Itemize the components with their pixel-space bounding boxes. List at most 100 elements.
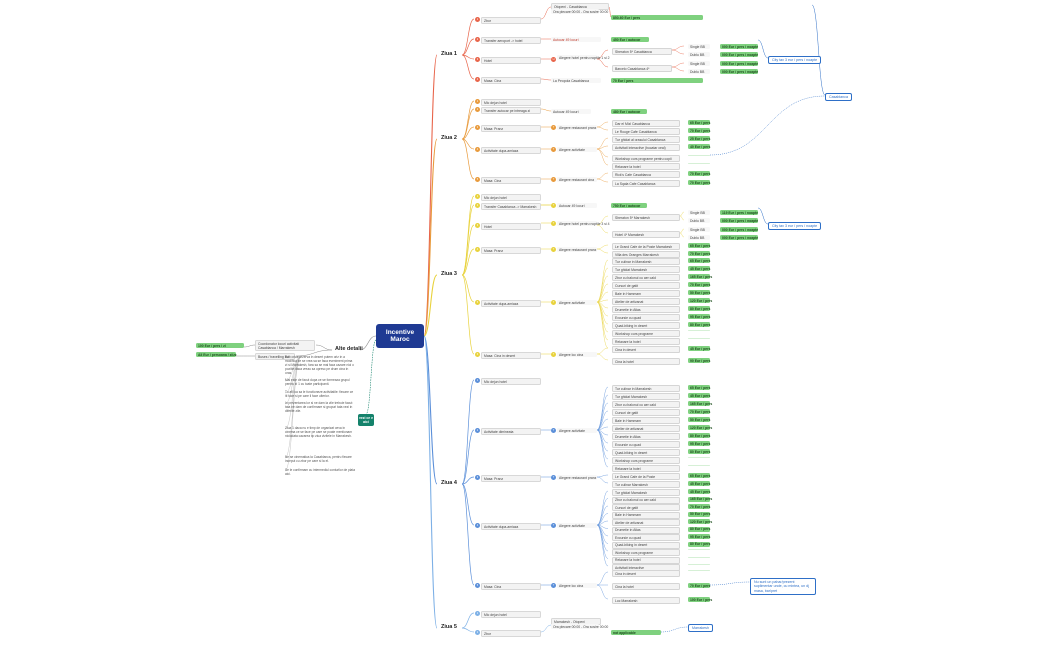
day3-act-option[interactable]: Zbor cu balonul cu aer cald: [612, 274, 680, 282]
day-1[interactable]: Ziua 1: [441, 51, 457, 57]
day4-lunch-option[interactable]: Tur culinar Marrakesh: [612, 481, 680, 489]
day4-act-option[interactable]: Zbor cu balonul cu aer cald: [612, 401, 680, 409]
day3-room-type[interactable]: Dublu BB: [688, 218, 710, 224]
day4-act2-req[interactable]: Alegere activitate: [557, 523, 597, 529]
day3-hotel-option[interactable]: Sheraton 5* Marrakesh: [612, 214, 680, 222]
day4-act-option[interactable]: Tur culinar in Marrakesh: [612, 385, 680, 393]
day3-lunch-option[interactable]: Villa des Oranges Marrakesh: [612, 251, 680, 259]
day4-item[interactable]: Activitate dupa-amiaza: [481, 523, 541, 531]
day3-dinner-option[interactable]: Cina in desert: [612, 346, 680, 354]
day4-dinner-option[interactable]: Cina la hotel: [612, 583, 680, 591]
day4-act-option[interactable]: Excursie cu quad: [612, 441, 680, 449]
day3-act-option[interactable]: Tur culinar in Marrakesh: [612, 258, 680, 266]
day4-lunch-req[interactable]: Alegere restaurant pranz: [557, 475, 597, 481]
day3-lunch-option[interactable]: Le Grand Cafe de la Poste Marrakesh: [612, 243, 680, 251]
day3-dinner-option[interactable]: Cina la hotel: [612, 358, 680, 366]
day3-hotel-req[interactable]: Alegere hotel pentru noptile 3 si 4: [557, 221, 610, 227]
day1-room-type[interactable]: Dublu BB: [688, 69, 710, 75]
central-topic[interactable]: Incentive Maroc: [376, 324, 424, 348]
day1-room-type[interactable]: Single BB: [688, 44, 710, 50]
callout-day4-note[interactable]: Nu sunt un pahar/prezent suplimentar und…: [750, 578, 816, 595]
day2-dinner-option[interactable]: Rick's Cafe Casablanca: [612, 171, 680, 179]
callout-citytax-3[interactable]: City tax 3 eur / pers / noapte: [768, 222, 822, 231]
day4-act2-option[interactable]: Quad-biking in desert: [612, 541, 680, 549]
day2-act-option[interactable]: Activitati interactive (bucatar ceai): [612, 144, 680, 152]
day1-item[interactable]: Masa: Cina: [481, 77, 541, 85]
day2-lunch-req[interactable]: Alegere restaurant pranz: [557, 125, 597, 131]
day4-item[interactable]: Masa: Cina: [481, 583, 541, 591]
day2-item[interactable]: Activitate dupa-amiaza: [481, 147, 541, 155]
day3-room-type[interactable]: Dublu BB: [688, 235, 710, 241]
day1-hotel-option[interactable]: Barcelo Casablanca 4*: [612, 65, 672, 73]
day3-act-option[interactable]: Workshop curs programe: [612, 330, 680, 338]
mini-note-node[interactable]: vezi ce e aici: [358, 414, 374, 426]
day4-act2-option[interactable]: Cursuri de gatit: [612, 504, 680, 512]
day4-act2-option[interactable]: Workshop curs programe: [612, 549, 680, 557]
day3-item[interactable]: Masa: Cina in desert: [481, 352, 541, 360]
day3-act-option[interactable]: Cursuri de gatit: [612, 282, 680, 290]
day1-item[interactable]: Zbor: [481, 17, 541, 25]
day1-room-type[interactable]: Single BB: [688, 61, 710, 67]
day3-act-option[interactable]: Quad-biking in desert: [612, 322, 680, 330]
day3-room-type[interactable]: Single BB: [688, 227, 710, 233]
day3-act-option[interactable]: Atelier de artizanat: [612, 298, 680, 306]
day4-act-option[interactable]: Relaxare la hotel: [612, 465, 680, 473]
day4-act-option[interactable]: Atelier de artizanat: [612, 425, 680, 433]
day2-item[interactable]: Masa: Pranz: [481, 125, 541, 133]
day3-act-option[interactable]: Baie in Hammam: [612, 290, 680, 298]
day2-lunch-option[interactable]: Le Rouge Cafe Casablanca: [612, 128, 680, 136]
callout-marrakesh[interactable]: Marrakesh: [688, 624, 713, 633]
day4-item[interactable]: Activitate dimineata: [481, 428, 541, 436]
day2-dinner-option[interactable]: La Sqala Cafe Casablanca: [612, 180, 680, 188]
day4-act2-option[interactable]: Atelier de artizanat: [612, 519, 680, 527]
day3-hotel-option[interactable]: Hotel 4* Marrakesh: [612, 231, 680, 239]
day4-act2-option[interactable]: Tur ghidat Marrakesh: [612, 489, 680, 497]
day3-item[interactable]: Activitate dupa-amiaza: [481, 300, 541, 308]
day3-act-option[interactable]: Drumetie in Atlas: [612, 306, 680, 314]
day4-dinner-option[interactable]: Cina in desert: [612, 570, 680, 578]
day2-act-option[interactable]: Tur ghidat al orasului Casablanca: [612, 136, 680, 144]
day4-act-option[interactable]: Workshop curs programe: [612, 457, 680, 465]
day4-dinner-req[interactable]: Alegere loc cina: [557, 583, 597, 589]
day1-item[interactable]: Transfer aeroport -> hotel: [481, 37, 541, 45]
day4-act2-option[interactable]: Excursie cu quad: [612, 534, 680, 542]
day4-act2-option[interactable]: Relaxare la hotel: [612, 556, 680, 564]
day4-act2-option[interactable]: Baie in Hammam: [612, 511, 680, 519]
day4-item[interactable]: Masa: Pranz: [481, 475, 541, 483]
day3-room-type[interactable]: Single BB: [688, 210, 710, 216]
day4-act-req[interactable]: Alegere activitate: [557, 428, 597, 434]
day4-act-option[interactable]: Cursuri de gatit: [612, 409, 680, 417]
day3-act-req[interactable]: Alegere activitate: [557, 300, 597, 306]
day2-dinner-req[interactable]: Alegere restaurant cina: [557, 177, 597, 183]
day3-act-option[interactable]: Excursie cu quad: [612, 314, 680, 322]
day3-bus[interactable]: Autocar 49 locuri: [557, 203, 597, 209]
day4-act-option[interactable]: Tur ghidat Marrakesh: [612, 393, 680, 401]
details-transfer-note[interactable]: Buses / travelling list: [255, 353, 295, 361]
day2-lunch-option[interactable]: Dar el Mizl Casablanca: [612, 120, 680, 128]
day-3[interactable]: Ziua 3: [441, 271, 457, 277]
day1-hotel-req[interactable]: Alegere hotel pentru noptile 1 si 2: [557, 55, 610, 61]
day2-bus[interactable]: Autocar 49 locuri: [551, 109, 591, 115]
day-5[interactable]: Ziua 5: [441, 624, 457, 630]
day3-item[interactable]: Mic dejun hotel: [481, 194, 541, 202]
day1-room-type[interactable]: Dublu BB: [688, 52, 710, 58]
day4-act-option[interactable]: Baie in Hammam: [612, 417, 680, 425]
day1-dinner-option[interactable]: La Peopola Casablanca: [551, 78, 601, 84]
day1-item[interactable]: Hotel: [481, 57, 541, 65]
day4-act-option[interactable]: Quad-biking in desert: [612, 449, 680, 457]
day4-dinner-option[interactable]: Loc Marrakesh: [612, 597, 680, 605]
day2-act-option[interactable]: Workshop curs programe pentru copii: [612, 155, 680, 163]
day-2[interactable]: Ziua 2: [441, 135, 457, 141]
day3-act-option[interactable]: Relaxare la hotel: [612, 338, 680, 346]
day1-transfer-via[interactable]: Autocar 49 locuri: [551, 37, 601, 43]
day4-act2-option[interactable]: Drumetie in Atlas: [612, 526, 680, 534]
day5-item[interactable]: Mic dejun hotel: [481, 611, 541, 619]
day5-item[interactable]: Zbor: [481, 630, 541, 638]
day1-hotel-option[interactable]: Sheraton 5* Casablanca: [612, 48, 672, 56]
day3-item[interactable]: Masa: Pranz: [481, 247, 541, 255]
day2-item[interactable]: Transfer autocar pe intreaga zi: [481, 107, 541, 115]
callout-casablanca[interactable]: Casablanca: [825, 93, 852, 102]
day3-act-option[interactable]: Tur ghidat Marrakesh: [612, 266, 680, 274]
day4-act2-option[interactable]: Zbor cu balonul cu aer cald: [612, 496, 680, 504]
day3-item[interactable]: Transfer Casablanca -> Marrakesh: [481, 203, 541, 211]
